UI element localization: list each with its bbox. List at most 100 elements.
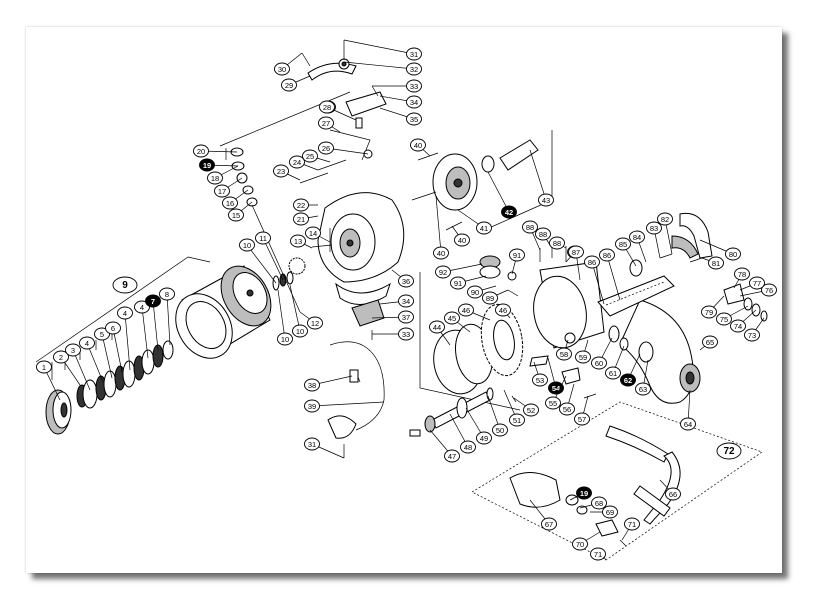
callout-bubble	[454, 233, 470, 247]
callout-number: 33	[410, 82, 418, 91]
callout-number: 10	[296, 327, 304, 336]
callout-p40b: 40	[433, 195, 449, 260]
callout-bubble	[624, 517, 640, 531]
callout-number: 89	[486, 294, 494, 303]
callout-number: 87	[572, 248, 580, 257]
spool	[175, 265, 272, 359]
callout-p57: 57	[574, 395, 590, 426]
callout-number: 19	[580, 489, 588, 498]
callout-p31b: 31	[304, 437, 345, 459]
callout-bubble	[193, 144, 209, 158]
callout-bubble	[159, 287, 175, 301]
callout-p4b: 4	[117, 306, 133, 371]
callout-bubble	[657, 212, 673, 226]
leader-line	[124, 312, 131, 371]
callout-p83: 83	[646, 221, 662, 259]
callout-number: 8	[165, 290, 169, 299]
callout-bubble	[495, 303, 511, 317]
callout-p77: 77	[739, 276, 765, 291]
callout-number: 69	[606, 508, 614, 517]
callout-number: 7	[151, 297, 155, 306]
callout-p10c: 10	[277, 289, 293, 346]
callout-number: 54	[552, 384, 561, 393]
callout-number: 6	[111, 324, 115, 333]
callout-bubble	[749, 276, 765, 290]
callout-bubble	[406, 95, 422, 109]
callout-number: 22	[297, 201, 305, 210]
callout-number: 41	[480, 224, 488, 233]
callout-number: 67	[545, 520, 553, 529]
callout-number: 60	[595, 359, 603, 368]
callout-bubble	[406, 62, 422, 76]
callout-bubble	[53, 350, 69, 364]
callout-p65: 65	[699, 335, 718, 351]
callout-p54: 54	[547, 357, 564, 395]
callout-number: 31	[410, 50, 418, 59]
drag-washers	[76, 340, 174, 409]
callout-number: 66	[669, 490, 677, 499]
callout-bubble	[590, 547, 606, 561]
callout-p69: 69	[590, 505, 618, 519]
callout-p10b: 10	[289, 284, 308, 338]
callout-bubble	[476, 221, 492, 235]
callout-number: 10	[281, 335, 289, 344]
callout-bubble	[460, 440, 476, 454]
leader-line	[591, 261, 605, 305]
callout-p41: 41	[457, 209, 492, 235]
callout-number: 63	[639, 385, 647, 394]
callout-p70: 70	[572, 531, 601, 551]
spool-kit-label: 9	[112, 276, 138, 294]
callout-bubble	[293, 198, 309, 212]
callout-p34b: 34	[379, 294, 414, 308]
callout-p12: 12	[299, 311, 323, 330]
callout-number: 62	[624, 376, 632, 385]
callout-bubble	[620, 373, 636, 387]
callout-number: 13	[294, 237, 302, 246]
callout-bubble	[222, 196, 238, 210]
callout-p84: 84	[629, 230, 647, 263]
callout-number: 46	[499, 306, 507, 315]
callout-bubble	[105, 321, 121, 335]
callout-number: 90	[471, 288, 479, 297]
callout-number: 91	[513, 251, 521, 260]
callout-number: 86	[603, 251, 611, 260]
callout-p33b: 33	[372, 327, 414, 341]
callout-bubble	[702, 335, 718, 349]
callout-p29: 29	[281, 75, 311, 92]
callout-number: 23	[277, 167, 285, 176]
callout-p85: 85	[615, 237, 637, 267]
callout-bubble	[117, 306, 133, 320]
callout-p89: 89	[482, 289, 509, 305]
callout-p46b: 46	[495, 303, 511, 319]
callout-p64: 64	[680, 389, 696, 431]
callout-number: 4	[140, 303, 144, 312]
callout-number: 1	[42, 363, 46, 372]
callout-bubble	[304, 399, 320, 413]
callout-p62: 62	[620, 353, 641, 387]
callout-number: 71	[594, 550, 602, 559]
callout-p25: 25	[302, 149, 331, 163]
callout-number: 30	[278, 65, 286, 74]
callout-number: 53	[536, 376, 544, 385]
callout-p63: 63	[635, 359, 651, 396]
callout-p79: 79	[701, 295, 725, 319]
callout-p22: 22	[293, 198, 318, 212]
callout-bubble	[591, 356, 607, 370]
callout-number: 4	[123, 309, 127, 318]
callout-bubble	[501, 205, 517, 219]
callout-bubble	[398, 294, 414, 308]
leader-line	[101, 333, 113, 379]
callout-bubble	[599, 248, 615, 262]
callout-bubble	[207, 171, 223, 185]
callout-p21: 21	[293, 212, 319, 226]
callout-p40: 40	[410, 138, 431, 157]
callout-bubble	[318, 141, 334, 155]
drag-knob	[45, 389, 72, 435]
callout-bubble	[605, 366, 621, 380]
leader-line	[343, 39, 415, 55]
callout-bubble	[145, 294, 161, 308]
callout-p67: 67	[529, 499, 557, 531]
callout-bubble	[255, 231, 271, 245]
callout-p4c: 4	[134, 300, 150, 359]
